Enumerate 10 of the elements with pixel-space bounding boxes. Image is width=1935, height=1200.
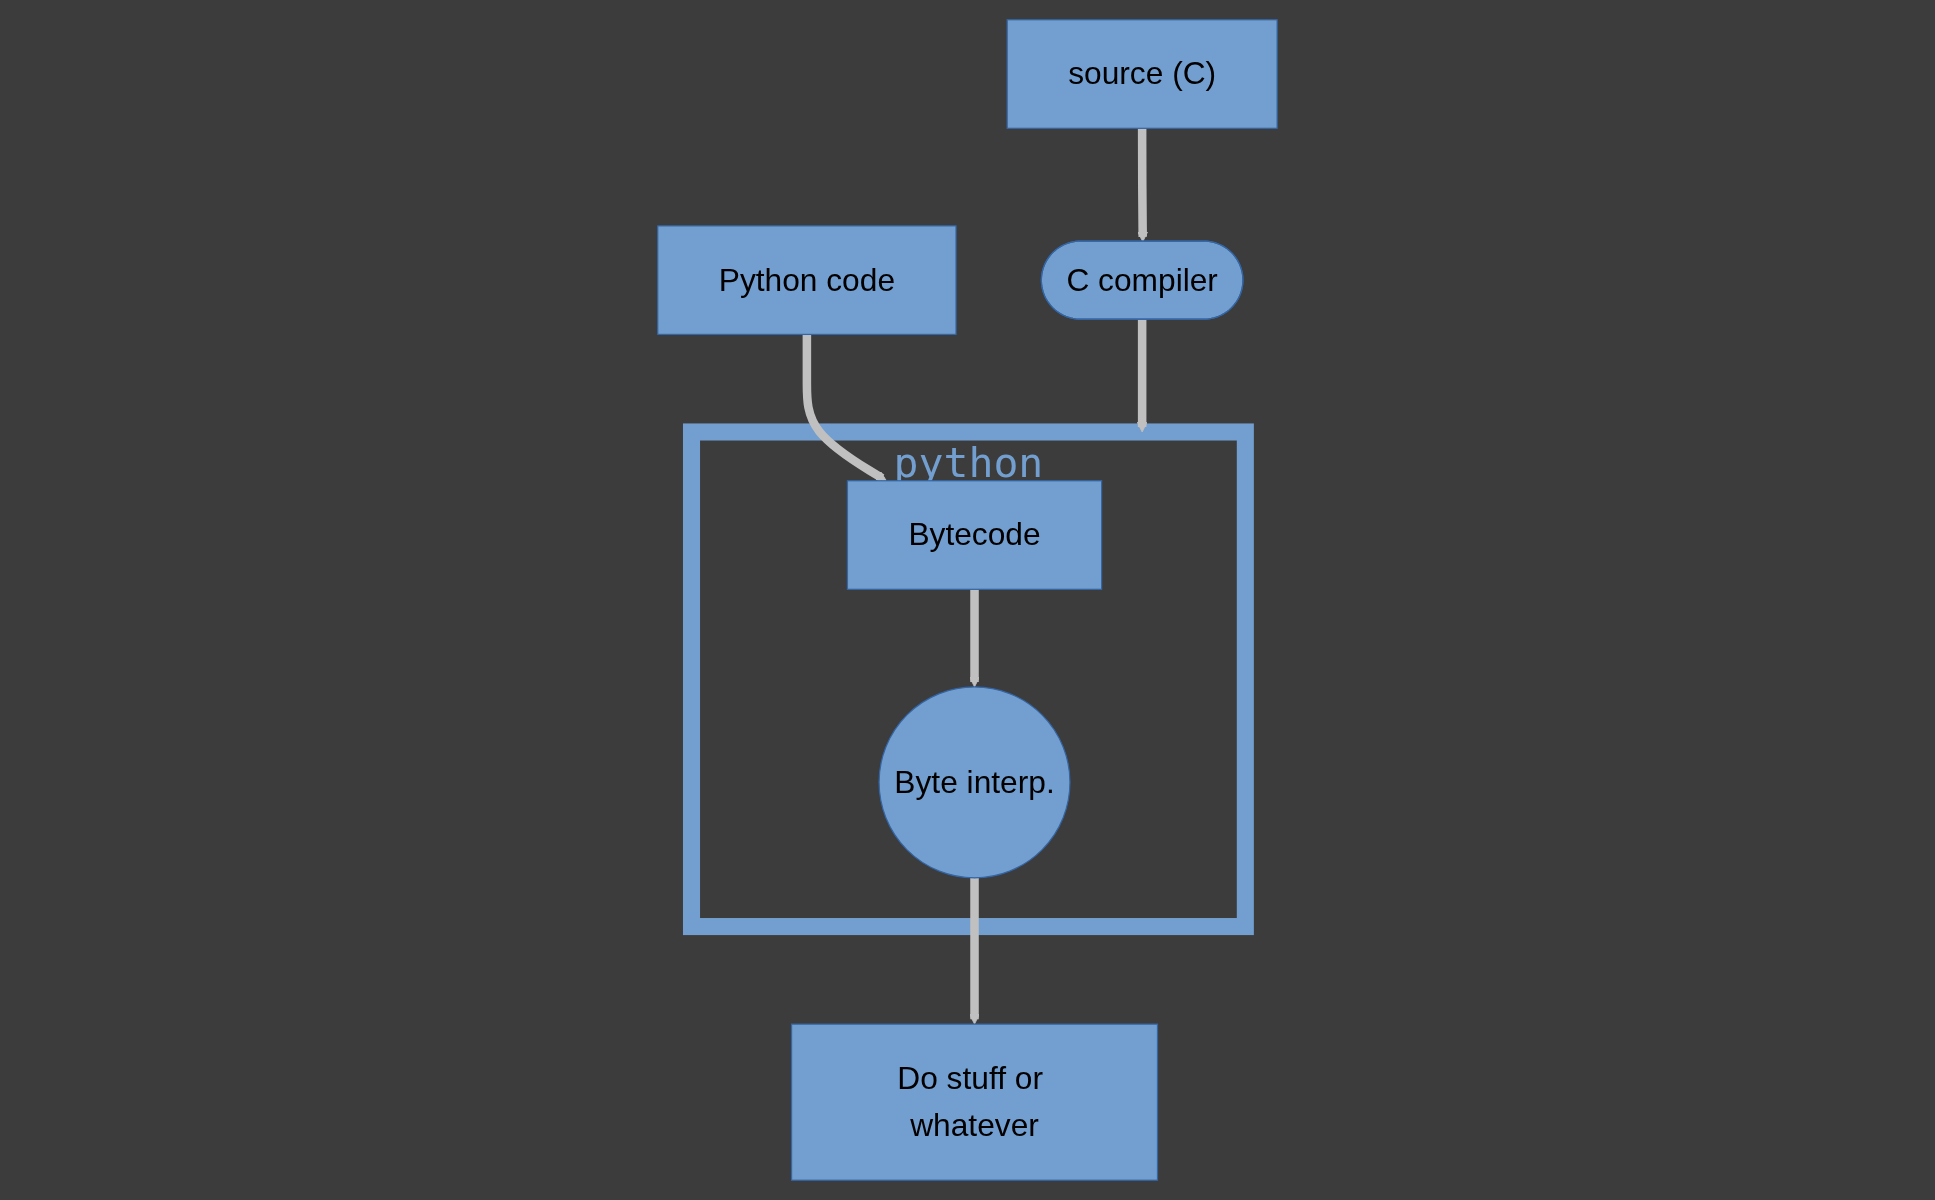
arrow (802, 334, 887, 482)
node-circle: Byte interp. (878, 686, 1071, 879)
arrow (1136, 319, 1148, 433)
node-box: Bytecode (846, 480, 1103, 590)
arrow (969, 589, 980, 688)
node-box: Python code (657, 225, 957, 336)
arrow (1137, 128, 1149, 243)
node-box: Do stuff or whatever (791, 1023, 1159, 1181)
node-box: source (C) (1006, 19, 1278, 129)
arrow (969, 877, 980, 1025)
